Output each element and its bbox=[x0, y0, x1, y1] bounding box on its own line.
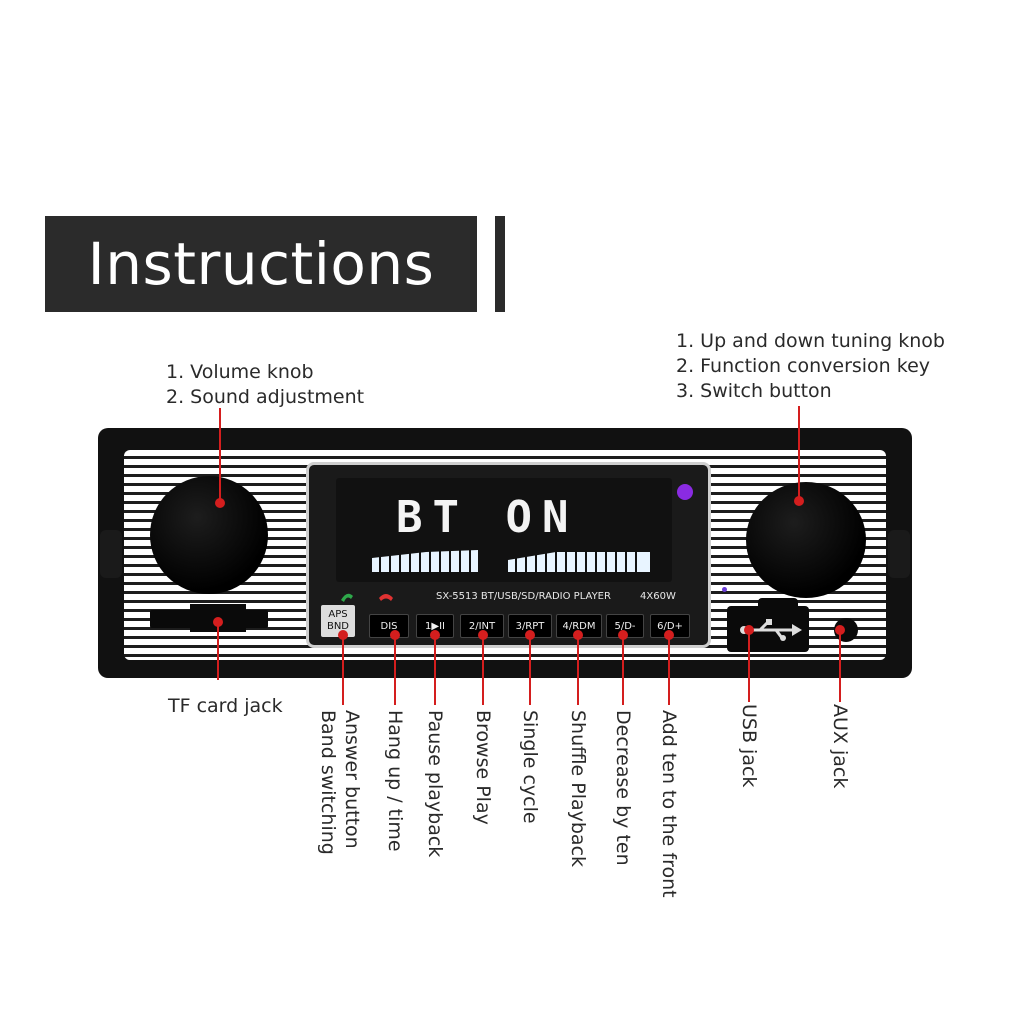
decrease-label: Decrease by ten bbox=[612, 710, 634, 866]
label-line: Band switching bbox=[317, 710, 339, 855]
callout-dot bbox=[794, 496, 804, 506]
callout-line bbox=[482, 635, 484, 705]
browse-label: Browse Play bbox=[472, 710, 494, 825]
pause-label: Pause playback bbox=[424, 710, 446, 858]
rpt-button[interactable]: 3/RPT bbox=[508, 614, 552, 638]
hangup-label: Hang up / time bbox=[384, 710, 406, 852]
left-side-clip bbox=[100, 530, 122, 578]
dis-button[interactable]: DIS bbox=[369, 614, 409, 638]
display-text: BT ON bbox=[396, 492, 579, 543]
callout-line bbox=[394, 635, 396, 705]
tuning-knob-note: 1. Up and down tuning knob 2. Function c… bbox=[676, 329, 945, 404]
page-title: Instructions bbox=[87, 230, 435, 298]
model-label: SX-5513 BT/USB/SD/RADIO PLAYER bbox=[436, 591, 611, 602]
usb-jack-label: USB jack bbox=[738, 704, 760, 788]
single-cycle-label: Single cycle bbox=[519, 710, 541, 824]
callout-line bbox=[342, 635, 344, 705]
note-line: 3. Switch button bbox=[676, 380, 832, 402]
callout-line bbox=[748, 630, 750, 702]
tf-card-label: TF card jack bbox=[168, 695, 283, 717]
title-banner: Instructions bbox=[45, 216, 477, 312]
callout-line bbox=[668, 635, 670, 705]
aux-jack-label: AUX jack bbox=[829, 704, 851, 789]
note-line: 2. Sound adjustment bbox=[166, 386, 365, 408]
note-line: 1. Up and down tuning knob bbox=[676, 330, 945, 352]
callout-line bbox=[529, 635, 531, 705]
callout-line bbox=[434, 635, 436, 705]
callout-dot bbox=[215, 498, 225, 508]
callout-line bbox=[622, 635, 624, 705]
add-ten-label: Add ten to the front bbox=[658, 710, 680, 898]
equalizer-bars bbox=[372, 548, 650, 574]
callout-line bbox=[217, 622, 219, 680]
note-line: 1. Volume knob bbox=[166, 361, 314, 383]
bnd-label: BND bbox=[326, 621, 350, 632]
volume-knob[interactable] bbox=[150, 476, 268, 594]
mic-indicator-icon bbox=[722, 587, 727, 592]
volume-knob-note: 1. Volume knob 2. Sound adjustment bbox=[166, 360, 364, 410]
callout-line bbox=[219, 408, 221, 502]
power-label: 4X60W bbox=[640, 591, 676, 602]
aps-label: APS bbox=[328, 609, 348, 620]
callout-line bbox=[798, 406, 800, 498]
note-line: 2. Function conversion key bbox=[676, 355, 931, 377]
tuning-knob[interactable] bbox=[746, 482, 866, 598]
shuffle-label: Shuffle Playback bbox=[567, 710, 589, 868]
answer-phone-icon bbox=[341, 593, 353, 602]
right-side-clip bbox=[888, 530, 910, 578]
label-line: Answer button bbox=[341, 710, 363, 849]
callout-line bbox=[839, 630, 841, 702]
callout-line bbox=[577, 635, 579, 705]
title-accent-bar bbox=[495, 216, 505, 312]
hangup-phone-icon bbox=[379, 594, 393, 601]
status-indicator-icon bbox=[677, 484, 693, 500]
answer-button-label: Answer button Band switching bbox=[316, 710, 364, 855]
